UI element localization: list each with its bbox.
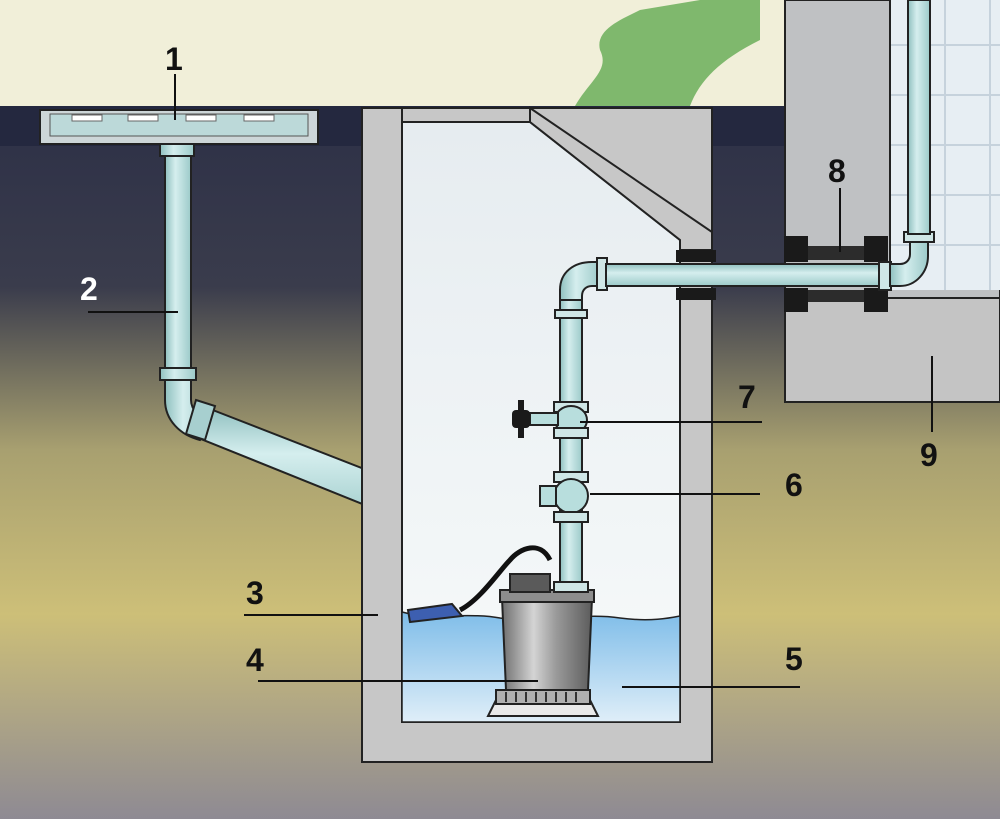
label-6: 6 <box>785 467 803 503</box>
label-5: 5 <box>785 641 803 677</box>
inlet-pipe <box>164 155 192 377</box>
building-foundation <box>784 297 1000 403</box>
label-4: 4 <box>246 642 264 678</box>
check-valve <box>553 478 589 514</box>
submersible-pump <box>500 597 594 691</box>
discharge-pipe <box>605 263 887 287</box>
wall-sleeve <box>784 236 808 262</box>
grate-slots <box>71 114 275 122</box>
float-switch <box>406 602 464 624</box>
label-9: 9 <box>920 437 938 473</box>
label-3: 3 <box>246 575 264 611</box>
foliage-shrub <box>575 0 760 106</box>
pump-intake-slots <box>505 692 577 702</box>
float-cable <box>458 545 553 613</box>
label-7: 7 <box>738 379 756 415</box>
label-1: 1 <box>165 41 183 77</box>
discharge-elbow <box>559 261 601 301</box>
discharge-riser <box>559 289 583 591</box>
leader-lines <box>88 74 933 688</box>
label-2: 2 <box>80 271 98 307</box>
label-8: 8 <box>828 153 846 189</box>
building-riser <box>907 0 931 235</box>
